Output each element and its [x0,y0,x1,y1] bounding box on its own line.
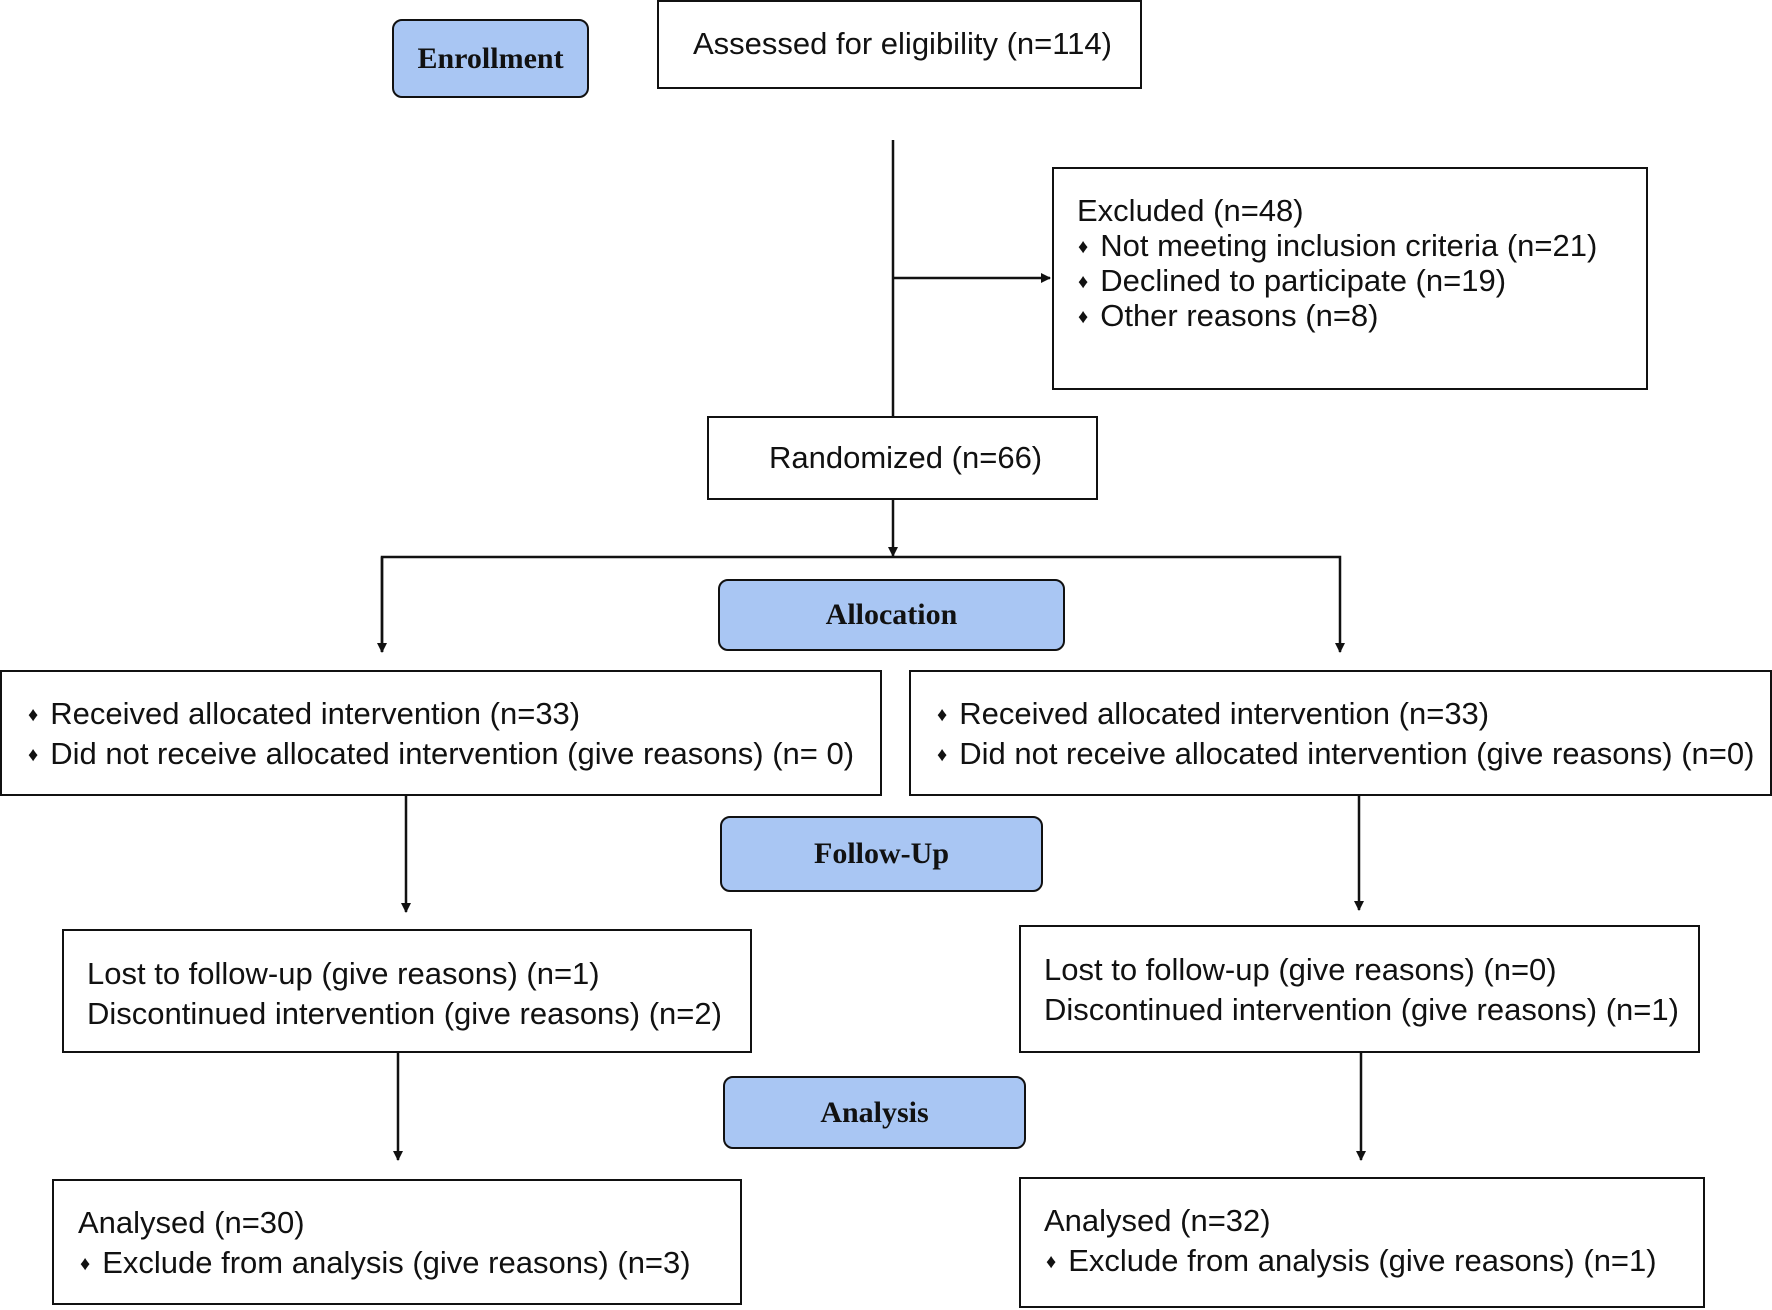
assessed-text: Assessed for eligibility (n=114) [693,26,1112,61]
excluded-box: Excluded (n=48) ♦ Not meeting inclusion c… [1052,167,1648,390]
analysis-right-item-text: Exclude from analysis (give reasons) (n=… [1068,1243,1657,1278]
randomized-text: Randomized (n=66) [769,440,1043,475]
allocation-right-item-text: Received allocated intervention (n=33) [959,696,1490,731]
analysis-right-title: Analysed (n=32) [1044,1203,1271,1238]
stage-follow-up-label: Follow-Up [814,837,949,870]
stage-enrollment: Enrollment [392,19,589,98]
allocation-left-item: ♦ Did not receive allocated intervention … [28,734,854,778]
diamond-bullet-icon: ♦ [80,1253,91,1275]
allocation-left-item: ♦ Received allocated intervention (n=33) [28,694,580,738]
diamond-bullet-icon: ♦ [1078,236,1089,258]
excluded-item-text: Not meeting inclusion criteria (n=21) [1100,228,1598,263]
stage-follow-up: Follow-Up [720,816,1043,892]
followup-left-box: Lost to follow-up (give reasons) (n=1) D… [62,929,752,1053]
excluded-item: ♦ Other reasons (n=8) [1078,296,1379,340]
followup-right-discontinued: Discontinued intervention (give reasons)… [1044,992,1679,1027]
allocation-left-item-text: Received allocated intervention (n=33) [50,696,581,731]
excluded-item-text: Other reasons (n=8) [1100,298,1379,333]
stage-enrollment-label: Enrollment [417,41,564,75]
analysis-right-item: ♦ Exclude from analysis (give reasons) (n… [1046,1241,1657,1285]
followup-right-box: Lost to follow-up (give reasons) (n=0) D… [1019,925,1700,1053]
analysis-left-title: Analysed (n=30) [78,1205,305,1240]
analysis-left-item: ♦ Exclude from analysis (give reasons) (n… [80,1243,691,1287]
diamond-bullet-icon: ♦ [937,744,948,766]
followup-right-lost: Lost to follow-up (give reasons) (n=0) [1044,952,1557,987]
assessed-box: Assessed for eligibility (n=114) [657,0,1142,89]
analysis-left-box: Analysed (n=30) ♦ Exclude from analysis (… [52,1179,742,1305]
allocation-left-item-text: Did not receive allocated intervention (… [50,736,855,771]
followup-left-discontinued: Discontinued intervention (give reasons)… [87,996,722,1031]
diamond-bullet-icon: ♦ [1078,271,1089,293]
randomized-box: Randomized (n=66) [707,416,1098,500]
diamond-bullet-icon: ♦ [1046,1251,1057,1273]
stage-analysis-label: Analysis [820,1095,929,1129]
excluded-item: ♦ Declined to participate (n=19) [1078,261,1506,305]
followup-left-lost: Lost to follow-up (give reasons) (n=1) [87,956,600,991]
excluded-item-text: Declined to participate (n=19) [1100,263,1507,298]
diamond-bullet-icon: ♦ [937,704,948,726]
allocation-right-box: ♦Received allocated intervention (n=33) … [909,670,1772,796]
analysis-right-box: Analysed (n=32) ♦ Exclude from analysis (… [1019,1177,1705,1308]
allocation-right-item: ♦ Did not receive allocated intervention … [937,734,1754,778]
allocation-right-item: ♦ Received allocated intervention (n=33) [937,694,1489,738]
excluded-item: ♦ Not meeting inclusion criteria (n=21) [1078,226,1597,270]
diamond-bullet-icon: ♦ [28,744,39,766]
diamond-bullet-icon: ♦ [28,704,39,726]
stage-allocation: Allocation [718,579,1065,651]
analysis-left-item-text: Exclude from analysis (give reasons) (n=… [102,1245,691,1280]
stage-analysis: Analysis [723,1076,1026,1149]
allocation-right-item-text: Did not receive allocated intervention (… [959,736,1755,771]
diamond-bullet-icon: ♦ [1078,306,1089,328]
allocation-left-box: ♦Received allocated intervention (n=33) … [0,670,882,796]
stage-allocation-label: Allocation [825,598,958,631]
excluded-title: Excluded (n=48) [1077,193,1304,228]
